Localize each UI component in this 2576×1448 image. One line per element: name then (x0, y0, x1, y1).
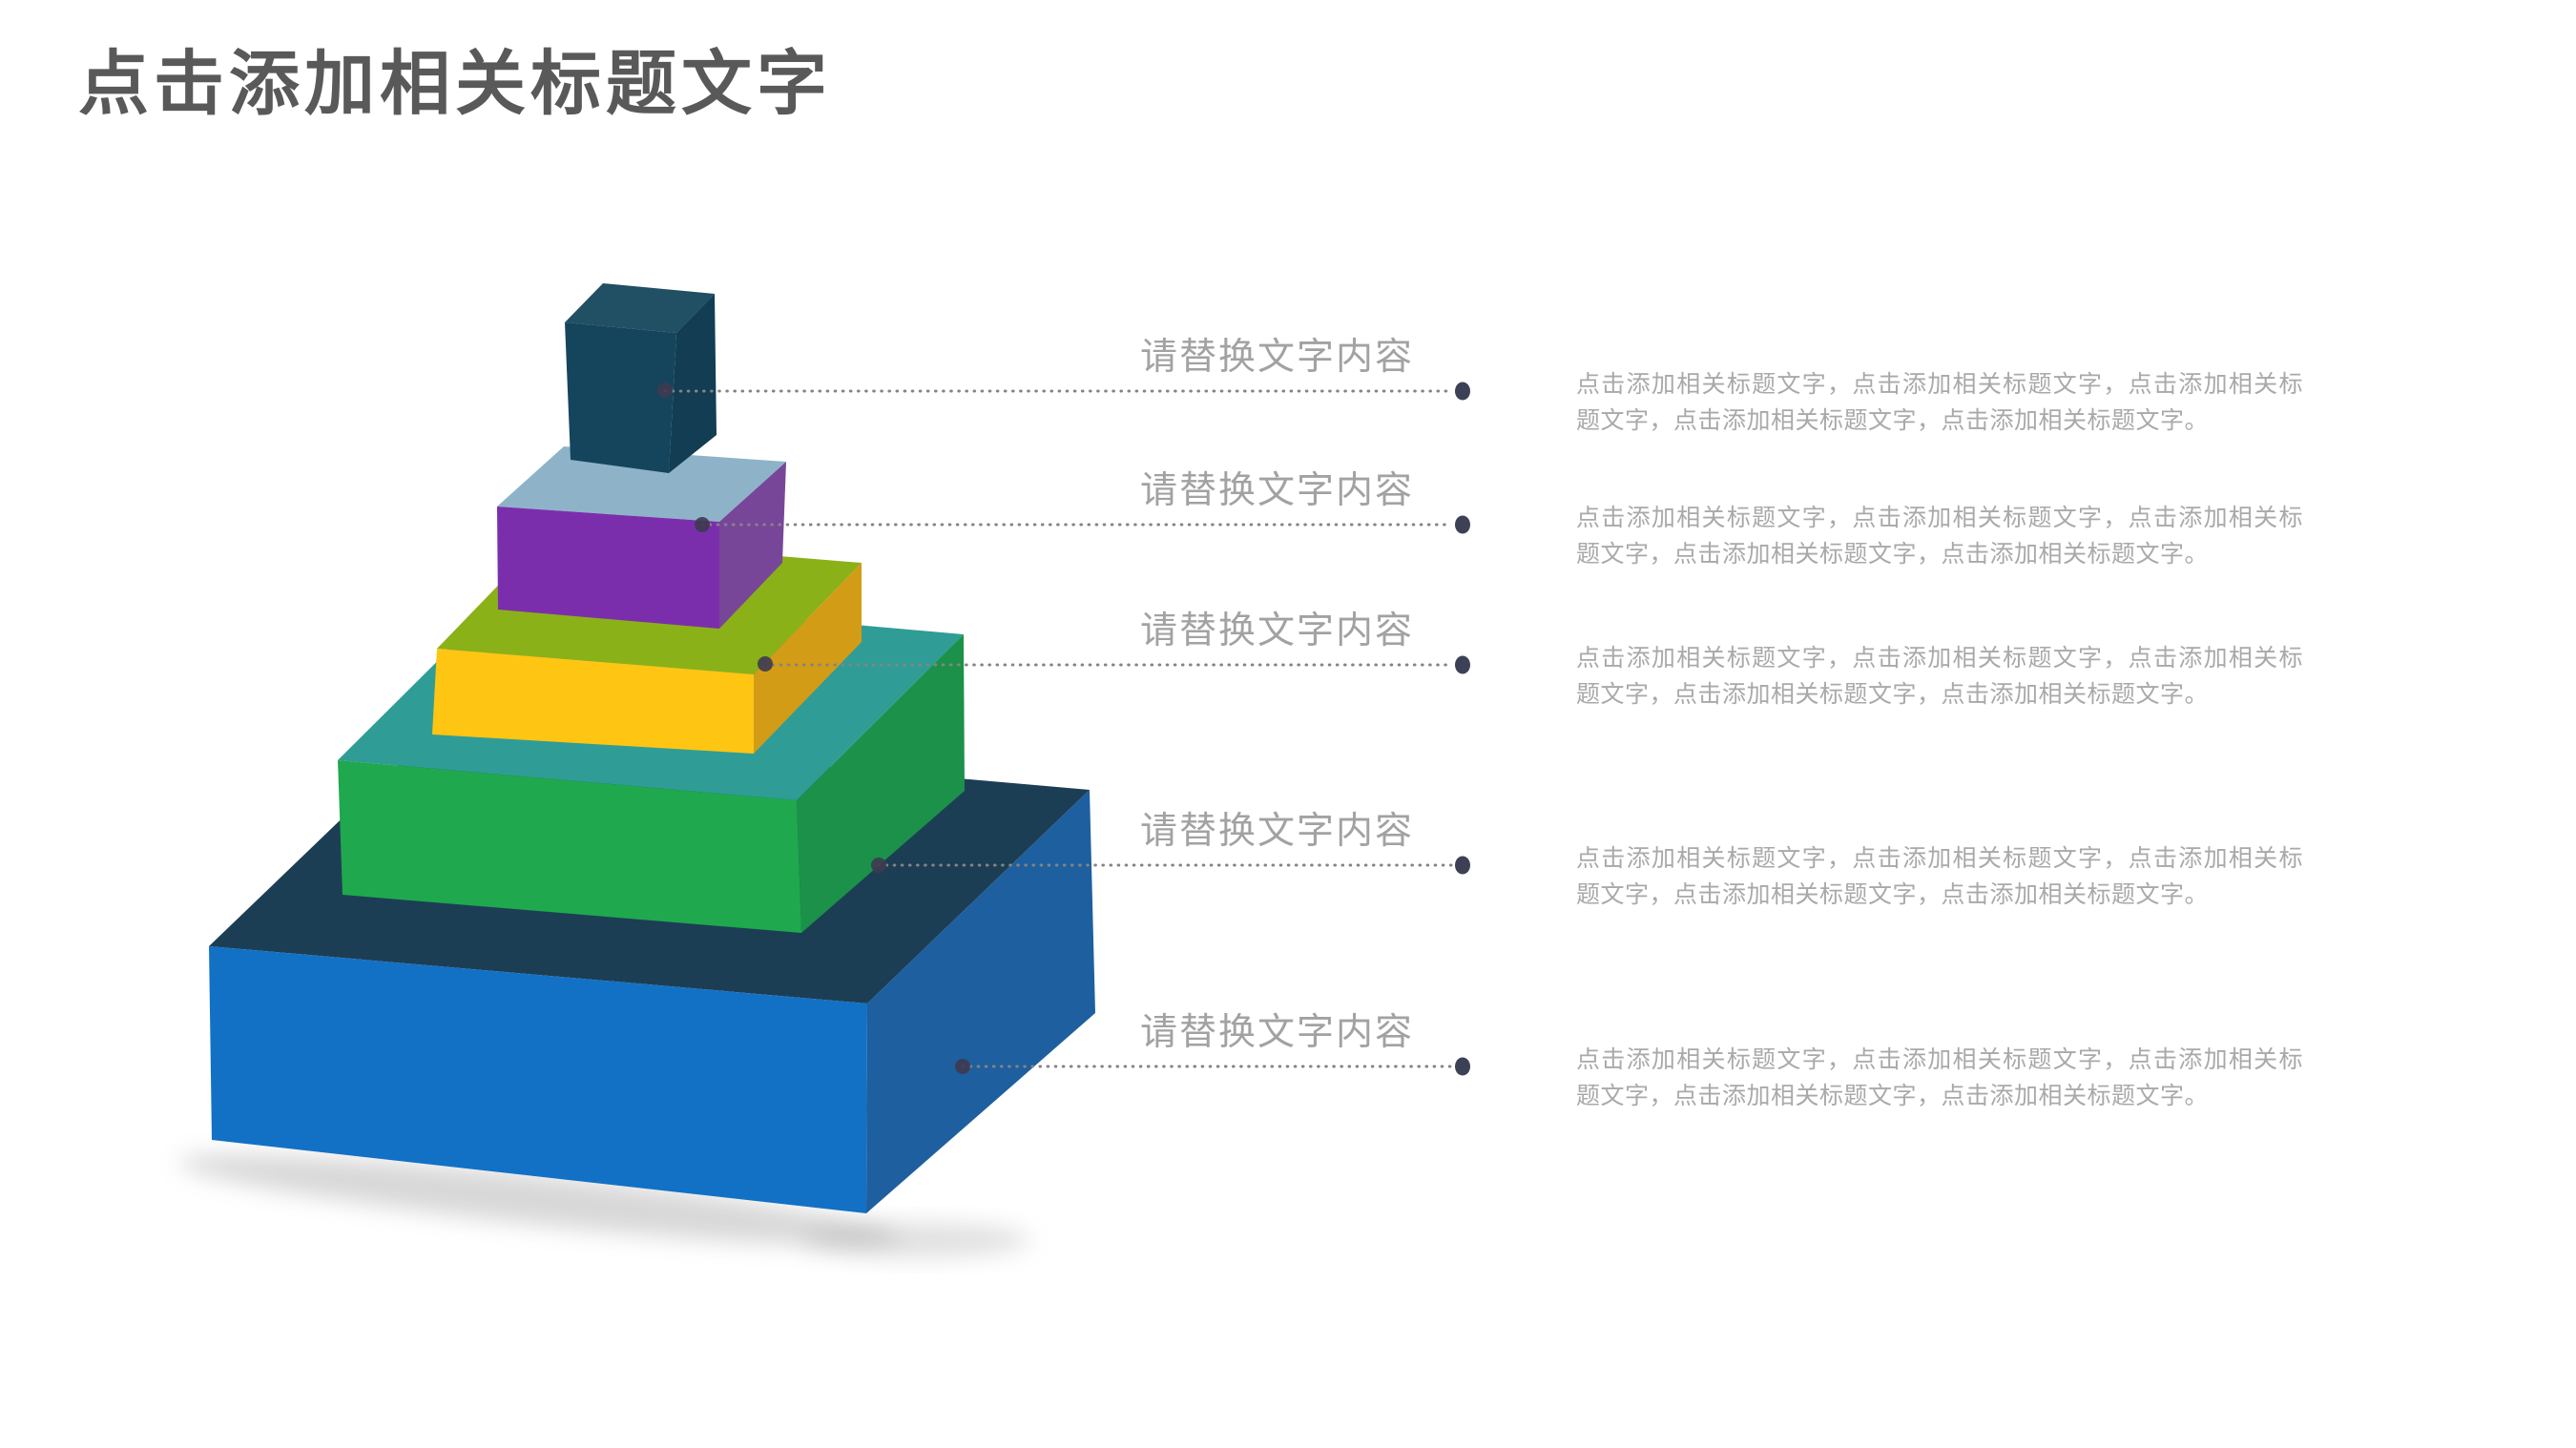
callout-paragraph-2[interactable]: 点击添加相关标题文字，点击添加相关标题文字，点击添加相关标题文字，点击添加相关标… (1576, 505, 2303, 568)
terminal-dot-5 (1455, 1057, 1470, 1076)
layer1-top-face (565, 283, 715, 333)
callout-label-3[interactable]: 请替换文字内容 (1139, 610, 1414, 652)
terminal-dot-4 (1455, 856, 1470, 875)
layer3-side-face (754, 563, 862, 754)
anchor-dot-5 (955, 1059, 970, 1074)
layer2-front-face (497, 507, 719, 629)
layer4-side-face (797, 634, 965, 933)
callout-label-5[interactable]: 请替换文字内容 (1139, 1012, 1414, 1053)
ground-shadow-right (801, 1223, 1030, 1257)
anchor-dot-3 (758, 656, 773, 672)
anchor-dot-1 (657, 383, 673, 398)
page-title[interactable]: 点击添加相关标题文字 (78, 44, 832, 123)
layer5-front-face (209, 946, 867, 1213)
layer4-front-face (338, 760, 801, 933)
callout-label-1[interactable]: 请替换文字内容 (1139, 337, 1414, 378)
layer1-front-face (565, 322, 676, 473)
layer2-side-face (719, 462, 786, 629)
callout-paragraph-1[interactable]: 点击添加相关标题文字，点击添加相关标题文字，点击添加相关标题文字，点击添加相关标… (1576, 371, 2303, 434)
anchor-dot-4 (871, 858, 886, 873)
terminal-dot-1 (1455, 382, 1470, 401)
layer3-front-face (432, 649, 754, 754)
callout-paragraph-4[interactable]: 点击添加相关标题文字，点击添加相关标题文字，点击添加相关标题文字，点击添加相关标… (1576, 845, 2303, 908)
ground-shadow (178, 1154, 900, 1246)
anchor-dot-2 (695, 517, 710, 532)
callout-paragraph-3[interactable]: 点击添加相关标题文字，点击添加相关标题文字，点击添加相关标题文字，点击添加相关标… (1576, 645, 2303, 708)
callout-label-4[interactable]: 请替换文字内容 (1139, 811, 1414, 852)
layer5-side-face (866, 790, 1095, 1213)
callout-paragraph-5[interactable]: 点击添加相关标题文字，点击添加相关标题文字，点击添加相关标题文字，点击添加相关标… (1576, 1046, 2303, 1109)
layer1-side-face (669, 294, 717, 473)
layer2-top-face (497, 446, 786, 522)
terminal-dot-2 (1455, 515, 1470, 534)
callout-label-2[interactable]: 请替换文字内容 (1139, 470, 1414, 511)
terminal-dot-3 (1455, 655, 1470, 674)
